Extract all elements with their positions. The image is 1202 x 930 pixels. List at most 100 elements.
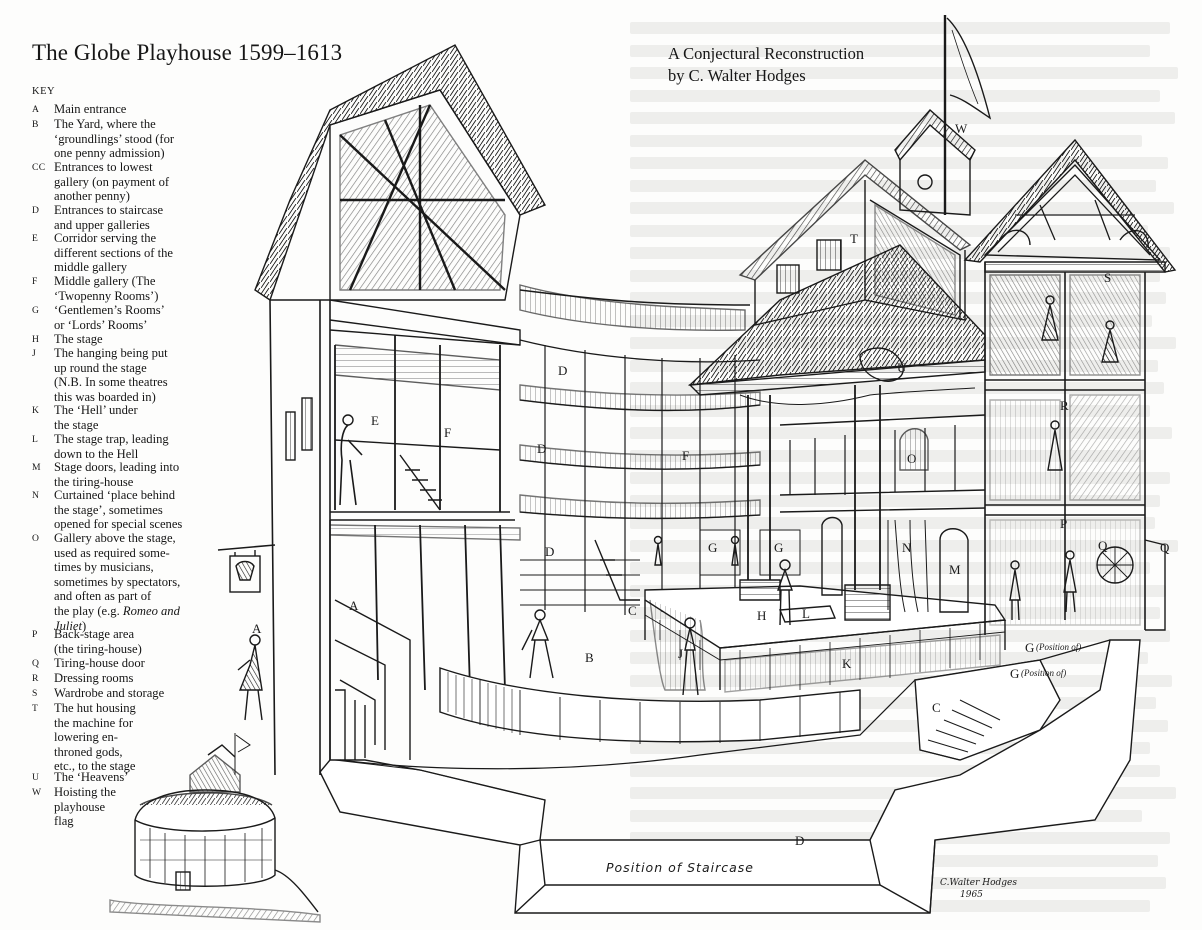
figure-head <box>1065 550 1075 560</box>
label-k: K <box>842 656 852 671</box>
figure-stage <box>777 567 793 626</box>
label-d: D <box>558 363 567 378</box>
sign-chains <box>234 550 256 556</box>
entrance-steps <box>335 689 366 760</box>
right-gable-frame <box>983 163 1162 261</box>
stair-c-treads <box>919 699 1001 761</box>
key-text: The ‘Hell’ under the stage <box>54 403 138 432</box>
figure-head <box>249 634 261 646</box>
turret-walls <box>899 158 971 216</box>
label-f: F <box>682 448 689 463</box>
flag-fold <box>951 29 979 105</box>
show-through-line <box>630 44 1150 57</box>
key-letter: Q <box>32 658 40 669</box>
figure-storage <box>1101 329 1119 363</box>
hut-interior <box>874 203 956 316</box>
key-text: Dressing rooms <box>54 671 134 685</box>
label-p: P <box>1060 516 1067 531</box>
key-item-o: O Gallery above the stage, used as requir… <box>32 531 232 633</box>
label-r: R <box>1060 398 1069 413</box>
key-text: Entrances to staircase and upper galleri… <box>54 203 164 232</box>
label-u: U <box>897 360 907 375</box>
heavens-ceiling-line <box>739 387 976 405</box>
right-gable-roof <box>963 138 1177 273</box>
subtitle-line-1: A Conjectural Reconstruction <box>668 44 865 63</box>
key-text: The ‘Heavens’ <box>54 770 129 784</box>
entrance-passage <box>334 599 411 760</box>
key-letter: T <box>32 703 39 714</box>
key-text: Hoisting the playhouse flag <box>54 785 116 829</box>
drawing-labels: A A B C C D D D D E F F G G G (Position … <box>252 121 1170 900</box>
backstage-area <box>989 519 1141 626</box>
tower-stair <box>399 454 442 511</box>
label-g: G <box>774 540 783 555</box>
key-letter: A <box>32 104 40 115</box>
label-e: E <box>371 413 379 428</box>
left-tower-wall <box>269 299 331 776</box>
key-item: B The Yard, where the ‘groundlings’ stood… <box>32 117 232 161</box>
key-letter: P <box>32 629 38 640</box>
left-tower-gable-frame <box>329 89 521 301</box>
globe-exterior-thumbnail <box>109 733 321 923</box>
key-item: P Back-stage area (the tiring-house) <box>32 627 232 656</box>
dressing-room-left <box>989 399 1061 501</box>
key-text: Gallery above the stage, used as require… <box>54 531 232 633</box>
stage-edges <box>644 600 1006 690</box>
sign-bracket <box>217 544 276 551</box>
key-item: D Entrances to staircase and upper galler… <box>32 203 232 232</box>
key-letter: N <box>32 490 40 501</box>
gallery-rail-middle <box>519 444 761 470</box>
wardrobe-room <box>989 274 1061 376</box>
key-letter: L <box>32 434 39 445</box>
key-letter: R <box>32 673 39 684</box>
figure-head <box>1045 295 1055 305</box>
stage-trap <box>778 605 837 623</box>
figure-wardrobe <box>1041 304 1059 341</box>
label-a: A <box>349 598 359 613</box>
figure-upper-landing <box>339 424 363 506</box>
key-letter: B <box>32 119 39 130</box>
key-text: Back-stage area (the tiring-house) <box>54 627 142 656</box>
label-f: F <box>444 425 451 440</box>
show-through-line <box>630 67 1178 79</box>
label-t: T <box>850 231 858 246</box>
key-letter: O <box>32 533 40 544</box>
key-text: Corridor serving the different sections … <box>54 231 174 275</box>
label-c: C <box>932 700 941 715</box>
key-text: The stage <box>54 332 103 346</box>
left-tower-roof <box>254 44 547 302</box>
figure-head <box>653 535 663 545</box>
yard-floor <box>339 639 1111 770</box>
key-letter: M <box>32 462 41 473</box>
label-g: G <box>708 540 717 555</box>
label-d: D <box>545 544 554 559</box>
figure-head <box>1105 320 1115 330</box>
inn-sign <box>229 555 261 593</box>
figure-backstage <box>1009 569 1021 621</box>
figure-dressing <box>1047 429 1063 471</box>
figure-gallery <box>731 543 739 566</box>
drawing-linework <box>109 15 1177 923</box>
stage-door <box>939 528 969 613</box>
gentlemens-rooms <box>699 529 801 576</box>
right-gable-timbers <box>997 174 1151 256</box>
show-through-line <box>630 22 1170 34</box>
subtitle-line-2: by C. Walter Hodges <box>668 66 806 85</box>
key-text: The hanging being put up round the stage… <box>54 346 168 404</box>
key-text: The Yard, where the ‘groundlings’ stood … <box>54 117 175 161</box>
label-w: W <box>955 121 968 136</box>
storage-room <box>1069 274 1141 376</box>
figure-entrance <box>237 644 263 721</box>
label-h: H <box>757 608 766 623</box>
label-m: M <box>949 562 961 577</box>
key-letter: D <box>32 205 40 216</box>
